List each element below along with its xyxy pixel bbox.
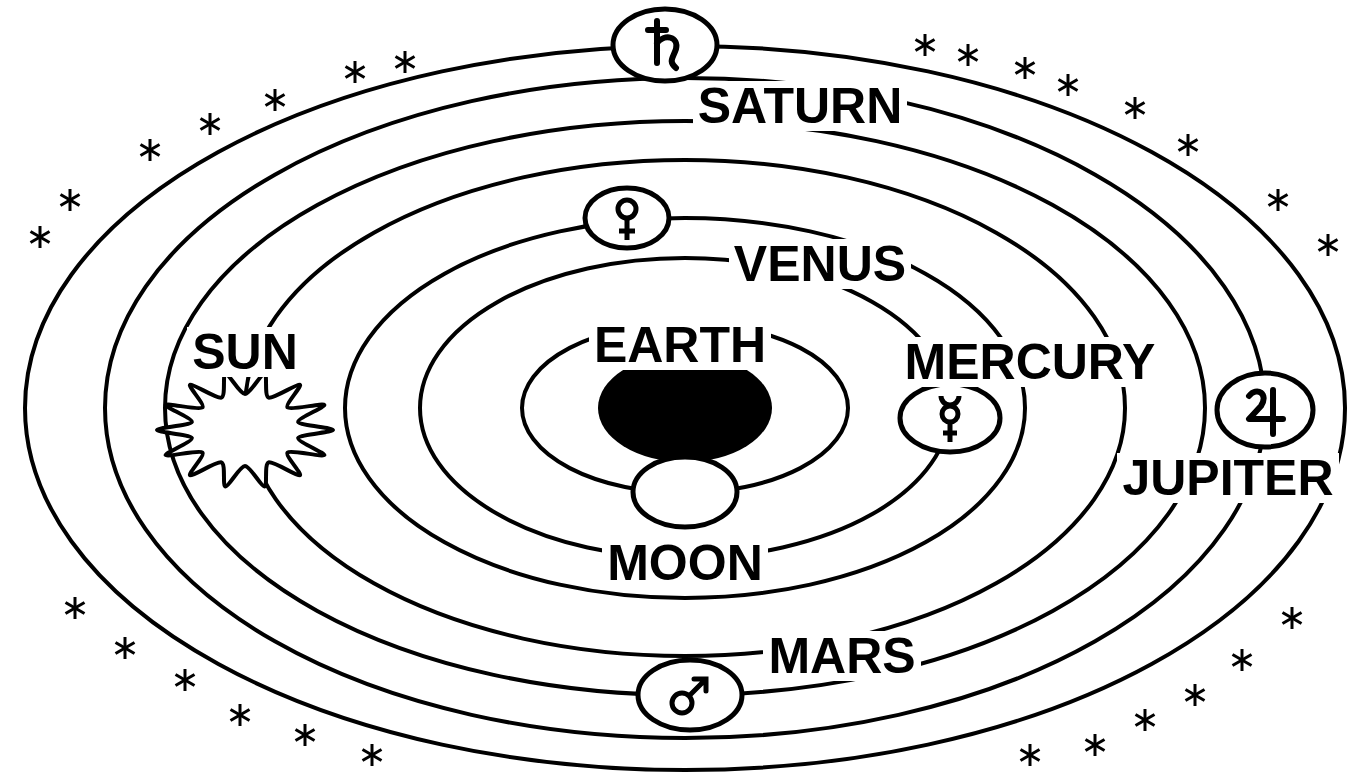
body-name: JUPITER — [1117, 453, 1338, 503]
star — [176, 669, 195, 691]
star — [959, 44, 978, 66]
label-anchor: MARS — [763, 631, 920, 681]
star — [1059, 74, 1078, 96]
sun-orbit — [245, 160, 1125, 656]
body-name: VENUS — [729, 239, 911, 289]
label-anchor: VENUS — [729, 239, 911, 289]
star — [296, 724, 315, 746]
sun-symbol — [157, 373, 333, 486]
star — [1186, 684, 1205, 706]
star — [1021, 744, 1040, 766]
earth-disc — [598, 354, 772, 462]
venus-orbit — [345, 218, 1025, 598]
star — [141, 139, 160, 161]
mercury-symbol — [900, 384, 1000, 452]
star — [201, 113, 220, 135]
body-name: SATURN — [693, 81, 908, 131]
star — [346, 61, 365, 83]
jupiter-symbol — [1217, 373, 1313, 447]
star — [1136, 709, 1155, 731]
star — [363, 744, 382, 766]
mercury-orbit — [420, 258, 950, 558]
star — [116, 637, 135, 659]
venus-symbol — [585, 188, 669, 248]
star — [31, 226, 50, 248]
body-name: MERCURY — [900, 337, 1161, 387]
label-anchor: JUPITER — [1117, 453, 1338, 503]
star — [266, 89, 285, 111]
star — [66, 597, 85, 619]
jupiter-orbit — [105, 78, 1265, 738]
label-anchor: EARTH — [589, 320, 771, 370]
star — [1269, 189, 1288, 211]
label-anchor: MOON — [602, 538, 768, 588]
star — [1016, 57, 1035, 79]
label-anchor: SATURN — [693, 81, 908, 131]
star — [916, 34, 935, 56]
star — [1233, 649, 1252, 671]
saturn-orbit — [25, 46, 1345, 770]
mars-symbol — [638, 660, 742, 730]
saturn-symbol — [613, 9, 717, 81]
label-anchor: MERCURY — [900, 337, 1161, 387]
label-anchor: SUN — [187, 327, 303, 377]
star — [61, 189, 80, 211]
body-name: MARS — [763, 631, 920, 681]
star — [231, 704, 250, 726]
star — [1126, 97, 1145, 119]
body-name: EARTH — [589, 320, 771, 370]
body-name: SUN — [187, 327, 303, 377]
star — [1086, 734, 1105, 756]
star — [1283, 607, 1302, 629]
star-field — [31, 34, 1338, 766]
star — [396, 51, 415, 73]
star — [1179, 134, 1198, 156]
body-name: MOON — [602, 538, 768, 588]
moon-symbol — [633, 457, 737, 527]
star — [1319, 234, 1338, 256]
